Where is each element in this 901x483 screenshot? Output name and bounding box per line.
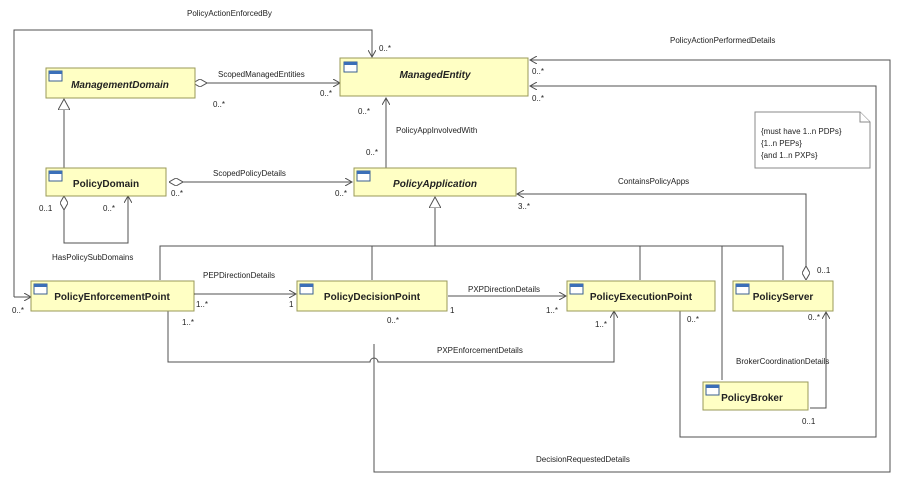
multiplicity: 1..* xyxy=(546,306,558,315)
note-line: {must have 1..n PDPs} xyxy=(761,127,842,136)
multiplicity: 1..* xyxy=(595,320,607,329)
multiplicity: 0..* xyxy=(366,148,378,157)
generalization-tree xyxy=(159,245,784,380)
class-policy-broker[interactable]: PolicyBroker xyxy=(702,381,809,411)
has-policy-sub-domains-line xyxy=(64,196,128,244)
multiplicity: 0..* xyxy=(379,44,391,53)
constraint-note[interactable]: {must have 1..n PDPs} {1..n PEPs} {and 1… xyxy=(754,111,871,169)
class-icon xyxy=(48,70,63,82)
multiplicity: 0..1 xyxy=(817,266,831,275)
policy-server-managed-entity-line xyxy=(530,86,877,438)
multiplicity: 0..* xyxy=(358,107,370,116)
association-label: PolicyActionEnforcedBy xyxy=(187,9,272,18)
association-label: ScopedManagedEntities xyxy=(218,70,305,79)
class-name: PolicyExecutionPoint xyxy=(590,292,693,303)
class-policy-server[interactable]: PolicyServer xyxy=(732,280,834,312)
class-icon xyxy=(705,384,720,396)
class-policy-execution-point[interactable]: PolicyExecutionPoint xyxy=(566,280,716,312)
multiplicity: 0..* xyxy=(532,67,544,76)
multiplicity: 0..* xyxy=(687,315,699,324)
multiplicity: 1..* xyxy=(182,318,194,327)
association-label: BrokerCoordinationDetails xyxy=(736,357,829,366)
multiplicity: 0..* xyxy=(213,100,225,109)
class-name: PolicyDomain xyxy=(73,179,139,190)
class-policy-decision-point[interactable]: PolicyDecisionPoint xyxy=(296,280,448,312)
association-label: HasPolicySubDomains xyxy=(52,253,133,262)
class-name: PolicyServer xyxy=(753,292,814,303)
class-icon xyxy=(343,61,358,73)
note-line: {1..n PEPs} xyxy=(761,139,802,148)
class-icon xyxy=(33,283,48,295)
class-managed-entity[interactable]: ManagedEntity xyxy=(339,57,529,97)
association-label: PXPEnforcementDetails xyxy=(437,346,523,355)
note-line: {and 1..n PXPs} xyxy=(761,151,818,160)
class-name: ManagedEntity xyxy=(399,70,471,81)
association-label: ContainsPolicyApps xyxy=(618,177,689,186)
class-policy-enforcement-point[interactable]: PolicyEnforcementPoint xyxy=(30,280,195,312)
multiplicity: 0..1 xyxy=(802,417,816,426)
class-management-domain[interactable]: ManagementDomain xyxy=(45,67,196,99)
multiplicity: 1 xyxy=(289,300,294,309)
multiplicity: 0..* xyxy=(171,189,183,198)
association-label: PolicyAppInvolvedWith xyxy=(396,126,477,135)
class-name: PolicyEnforcementPoint xyxy=(54,292,170,303)
class-icon xyxy=(356,170,371,182)
multiplicity: 0..* xyxy=(12,306,24,315)
multiplicity: 0..* xyxy=(103,204,115,213)
multiplicity: 0..1 xyxy=(39,204,53,213)
association-label: PolicyActionPerformedDetails xyxy=(670,36,775,45)
multiplicity: 1..* xyxy=(196,300,208,309)
class-name: PolicyApplication xyxy=(393,179,477,190)
class-icon xyxy=(569,283,584,295)
multiplicity: 3..* xyxy=(518,202,530,211)
multiplicity: 1 xyxy=(450,306,455,315)
policy-action-performed-details-line xyxy=(373,60,891,473)
class-icon xyxy=(48,170,63,182)
multiplicity: 0..* xyxy=(387,316,399,325)
class-icon xyxy=(299,283,314,295)
broker-coordination-details-line xyxy=(810,312,826,409)
multiplicity: 0..* xyxy=(320,89,332,98)
class-policy-domain[interactable]: PolicyDomain xyxy=(45,167,167,197)
contains-policy-apps-line xyxy=(517,194,806,280)
association-label: PEPDirectionDetails xyxy=(203,271,275,280)
association-label: PXPDirectionDetails xyxy=(468,285,540,294)
multiplicity: 0..* xyxy=(335,189,347,198)
class-name: PolicyBroker xyxy=(721,393,783,404)
pxp-enforcement-details-line xyxy=(168,311,614,363)
class-name: ManagementDomain xyxy=(71,80,169,91)
class-icon xyxy=(735,283,750,295)
class-policy-application[interactable]: PolicyApplication xyxy=(353,167,517,197)
policy-action-enforced-by-line xyxy=(13,29,372,297)
multiplicity: 0..* xyxy=(808,313,820,322)
association-label: DecisionRequestedDetails xyxy=(536,455,630,464)
class-name: PolicyDecisionPoint xyxy=(324,292,421,303)
multiplicity: 0..* xyxy=(532,94,544,103)
association-label: ScopedPolicyDetails xyxy=(213,169,286,178)
